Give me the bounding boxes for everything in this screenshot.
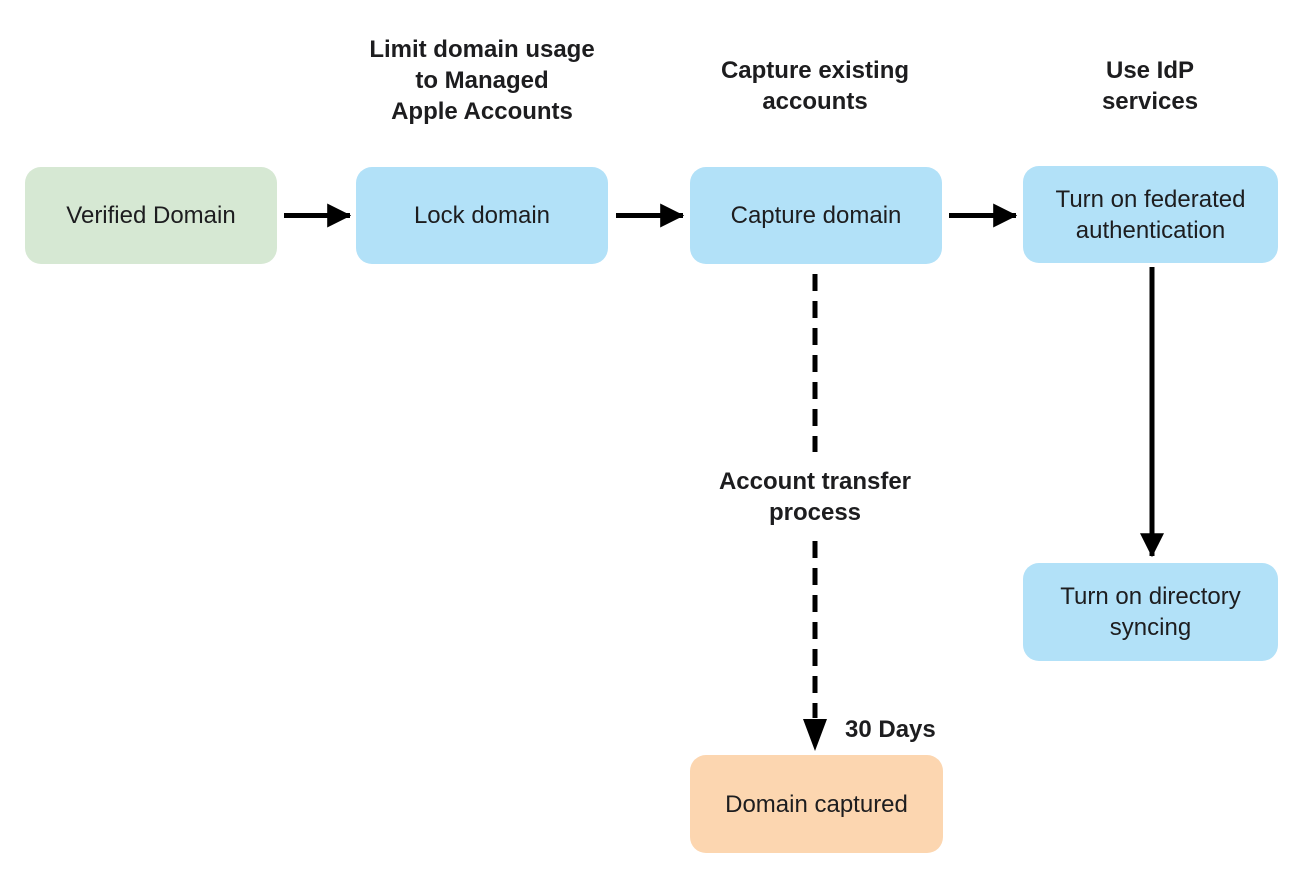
node-domain-captured: Domain captured — [690, 755, 943, 853]
caption-capture-existing-accounts: Capture existing accounts — [720, 57, 910, 115]
node-turn-on-federated-authentication-label: Turn on federated authentication — [1055, 185, 1246, 244]
caption-use-idp-services: Use IdP services — [1101, 57, 1199, 115]
node-verified-domain-label: Verified Domain — [66, 202, 236, 229]
dashed-arrowhead — [803, 719, 827, 751]
node-turn-on-federated-authentication: Turn on federated authentication — [1023, 166, 1278, 263]
node-lock-domain: Lock domain — [356, 167, 608, 264]
caption-limit-domain-usage: Limit domain usage to Managed Apple Acco… — [369, 36, 595, 125]
node-turn-on-directory-syncing: Turn on directory syncing — [1023, 563, 1278, 661]
caption-account-transfer-process: Account transfer process — [718, 468, 912, 526]
node-capture-domain-label: Capture domain — [730, 202, 902, 229]
node-lock-domain-label: Lock domain — [413, 202, 551, 229]
caption-30-days: 30 Days — [845, 716, 936, 743]
node-domain-captured-label: Domain captured — [725, 790, 908, 818]
node-turn-on-directory-syncing-label: Turn on directory syncing — [1060, 583, 1241, 641]
node-capture-domain: Capture domain — [690, 167, 942, 264]
node-verified-domain: Verified Domain — [25, 167, 277, 264]
